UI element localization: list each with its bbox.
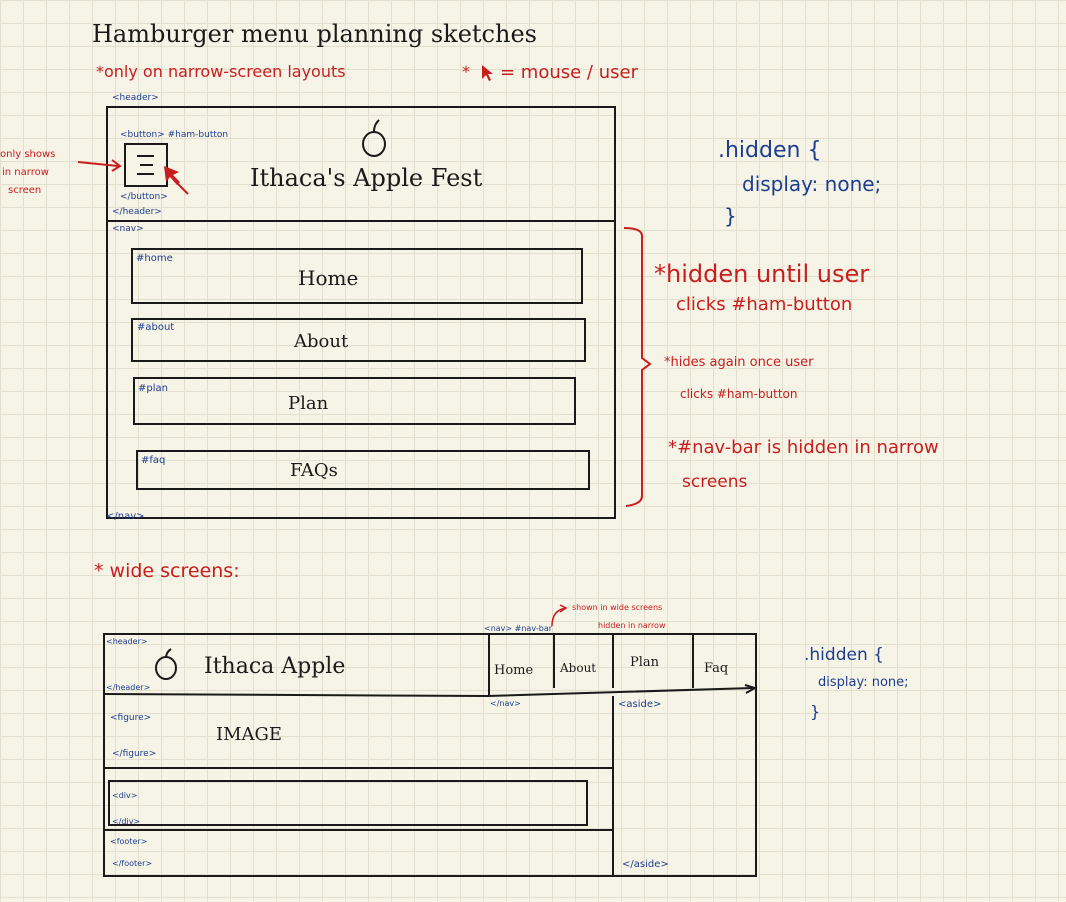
nav-item-about-label: About [294, 331, 349, 352]
wide-nav-divider-1 [553, 634, 555, 688]
header-divider [106, 220, 616, 222]
footer-divider [103, 829, 613, 831]
shown-in-wide-note: shown in wide screens [572, 603, 663, 612]
apple-icon [362, 119, 386, 157]
wide-nav-label: <nav> #nav-bar [484, 624, 553, 633]
hidden-until-note-1: *hidden until user [654, 260, 870, 288]
wide-nav-item-home[interactable]: Home [494, 663, 534, 678]
hidden-until-note-2: clicks #ham-button [676, 294, 853, 315]
css-hidden-line-1: .hidden { [718, 138, 822, 163]
css-hidden-line-3: } [724, 204, 737, 228]
nav-close-tag: </nav> [106, 511, 145, 522]
page-title: Hamburger menu planning sketches [92, 20, 537, 48]
wide-nav-divider-3 [692, 634, 694, 688]
nav-item-faq[interactable] [136, 450, 590, 490]
nav-item-home-id: #home [136, 253, 173, 264]
nav-item-faq-label: FAQs [290, 460, 338, 481]
wide-header-line [102, 684, 758, 698]
div-open-tag: <div> [112, 791, 138, 800]
nav-item-about[interactable] [131, 318, 586, 362]
hamburger-icon [137, 155, 154, 175]
css-hidden-2-line-2: display: none; [818, 675, 909, 690]
header-close-tag: </header> [112, 207, 162, 217]
wide-nav-divider-0 [488, 634, 490, 696]
hides-again-note-1: *hides again once user [664, 355, 814, 370]
narrow-only-note: *only on narrow-screen layouts [96, 62, 346, 81]
wide-nav-item-faq[interactable]: Faq [704, 661, 729, 676]
navbar-hidden-note-2: screens [682, 472, 748, 492]
site-title: Ithaca's Apple Fest [250, 164, 483, 192]
wide-nav-close-tag: </nav> [490, 699, 521, 708]
only-shows-note-1: only shows [0, 149, 56, 160]
nav-item-plan-label: Plan [288, 393, 329, 414]
nav-item-plan-id: #plan [138, 383, 168, 394]
footer-close-tag: </footer> [112, 859, 153, 868]
wide-header-close-tag: </header> [106, 683, 151, 692]
only-shows-note-3: screen [8, 185, 42, 196]
aside-open-tag: <aside> [618, 699, 662, 710]
div-close-tag: </div> [112, 817, 141, 826]
wide-nav-hidden-label: hidden in narrow [598, 621, 666, 630]
nav-item-about-id: #about [137, 322, 175, 333]
figure-close-tag: </figure> [112, 749, 157, 759]
aside-close-tag: </aside> [622, 859, 669, 870]
narrow-frame [106, 106, 616, 519]
nav-item-home-label: Home [298, 266, 359, 290]
button-close-tag: </button> [120, 192, 168, 202]
wide-site-title: Ithaca Apple [204, 654, 346, 679]
wide-header-open-tag: <header> [106, 637, 148, 646]
footer-open-tag: <footer> [110, 837, 148, 846]
content-div [108, 780, 588, 826]
wide-screens-heading: * wide screens: [94, 560, 240, 582]
wide-frame [103, 633, 757, 877]
aside-divider [612, 696, 614, 876]
css-hidden-2-line-1: .hidden { [804, 645, 884, 665]
nav-bracket [623, 227, 652, 507]
wide-nav-divider-2 [612, 634, 614, 688]
asterisk-mark: * [462, 62, 470, 81]
mouse-cursor-icon [164, 166, 189, 195]
only-shows-arrow [77, 159, 122, 172]
css-hidden-line-2: display: none; [742, 172, 882, 196]
figure-open-tag: <figure> [110, 713, 152, 723]
wide-apple-icon [155, 648, 177, 680]
nav-item-faq-id: #faq [141, 455, 166, 466]
image-placeholder-label: IMAGE [216, 724, 283, 745]
shown-in-wide-arrow [551, 604, 568, 627]
navbar-hidden-note-1: *#nav-bar is hidden in narrow [668, 437, 939, 458]
hides-again-note-2: clicks #ham-button [680, 387, 798, 401]
only-shows-note-2: in narrow [2, 167, 49, 178]
wide-nav-item-about[interactable]: About [560, 661, 597, 675]
nav-item-home[interactable] [131, 248, 583, 304]
mouse-legend-text: = mouse / user [500, 62, 638, 83]
wide-nav-item-plan[interactable]: Plan [630, 655, 660, 670]
nav-open-tag: <nav> [112, 224, 144, 234]
nav-item-plan[interactable] [133, 377, 576, 425]
cursor-icon [482, 65, 493, 81]
css-hidden-2-line-3: } [810, 702, 821, 721]
ham-button[interactable] [124, 143, 168, 187]
figure-divider [103, 767, 613, 769]
header-open-tag: <header> [112, 93, 159, 103]
button-open-tag: <button> #ham-button [120, 130, 229, 140]
